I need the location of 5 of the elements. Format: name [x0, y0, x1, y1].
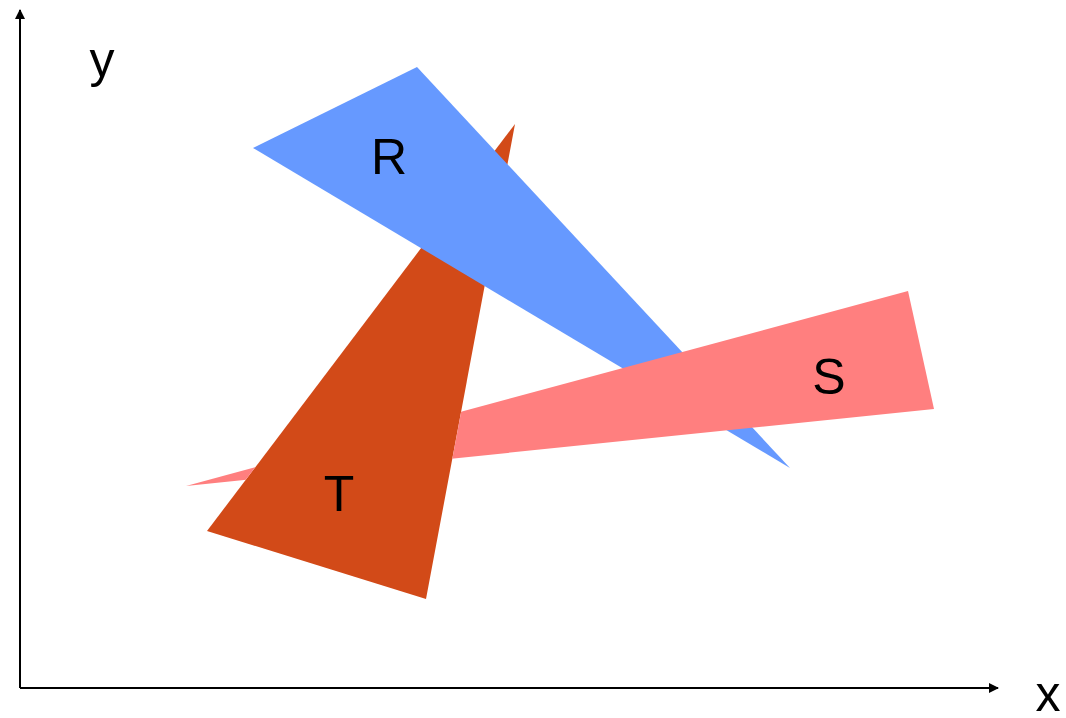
shape-label: T [323, 469, 355, 519]
shape-label: S [812, 352, 846, 402]
axis-label: y [89, 35, 115, 85]
axis-label: x [1035, 669, 1061, 718]
shape-label: R [370, 132, 408, 182]
